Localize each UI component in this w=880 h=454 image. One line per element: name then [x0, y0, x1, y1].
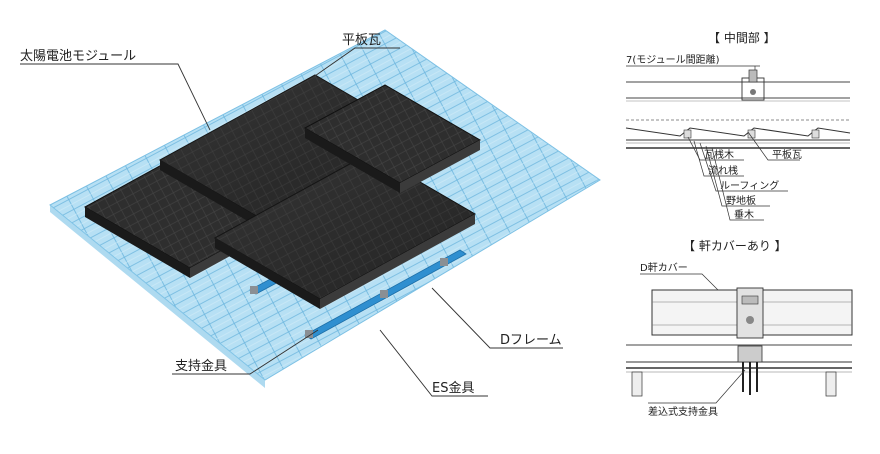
mid-part-3: 野地板 — [726, 194, 756, 207]
mid-part-4: 垂木 — [734, 209, 754, 221]
solar-modules — [83, 74, 482, 309]
module-leader — [20, 63, 211, 131]
label-d-frame: Dフレーム — [500, 333, 562, 348]
solar-module-4 — [303, 84, 482, 193]
label-es: ES金具 — [432, 380, 474, 396]
mid-gap-label: 7(モジュール間距離) — [626, 53, 720, 66]
eave-cover-label: D軒カバー — [640, 262, 688, 274]
eave-cover — [651, 287, 853, 339]
label-support: 支持金具 — [175, 358, 227, 374]
eave-bracket-label: 差込式支持金具 — [648, 405, 718, 418]
mid-tile-label: 平板瓦 — [772, 148, 802, 161]
tile-leader — [311, 47, 400, 79]
support-leader — [172, 329, 319, 375]
mid-section-title: 【 中間部 】 — [708, 30, 776, 45]
mid-section-detail: 【 中間部 】 7(モジュール間距離) — [625, 30, 851, 221]
d-frame-leader — [431, 287, 563, 349]
mid-part-0: 瓦桟木 — [704, 148, 734, 161]
insert-bracket — [737, 345, 763, 395]
solar-module-3 — [213, 152, 477, 309]
mid-part-leaders — [687, 131, 800, 221]
mid-module-layer — [626, 69, 850, 102]
es-leader — [379, 329, 488, 397]
eave-section-detail: 【 軒カバーあり 】 D軒カバー 差込式支持金具 — [626, 239, 853, 418]
eave-section-title: 【 軒カバーあり 】 — [683, 239, 787, 253]
mid-part-2: ルーフィング — [720, 179, 779, 192]
callout-lines — [20, 47, 563, 397]
mid-roof-layers — [625, 119, 851, 149]
mid-part-1: 流れ桟 — [708, 164, 738, 177]
label-module: 太陽電池モジュール — [20, 49, 136, 64]
label-tile: 平板瓦 — [342, 33, 381, 48]
eave-roof-layers — [626, 344, 852, 397]
